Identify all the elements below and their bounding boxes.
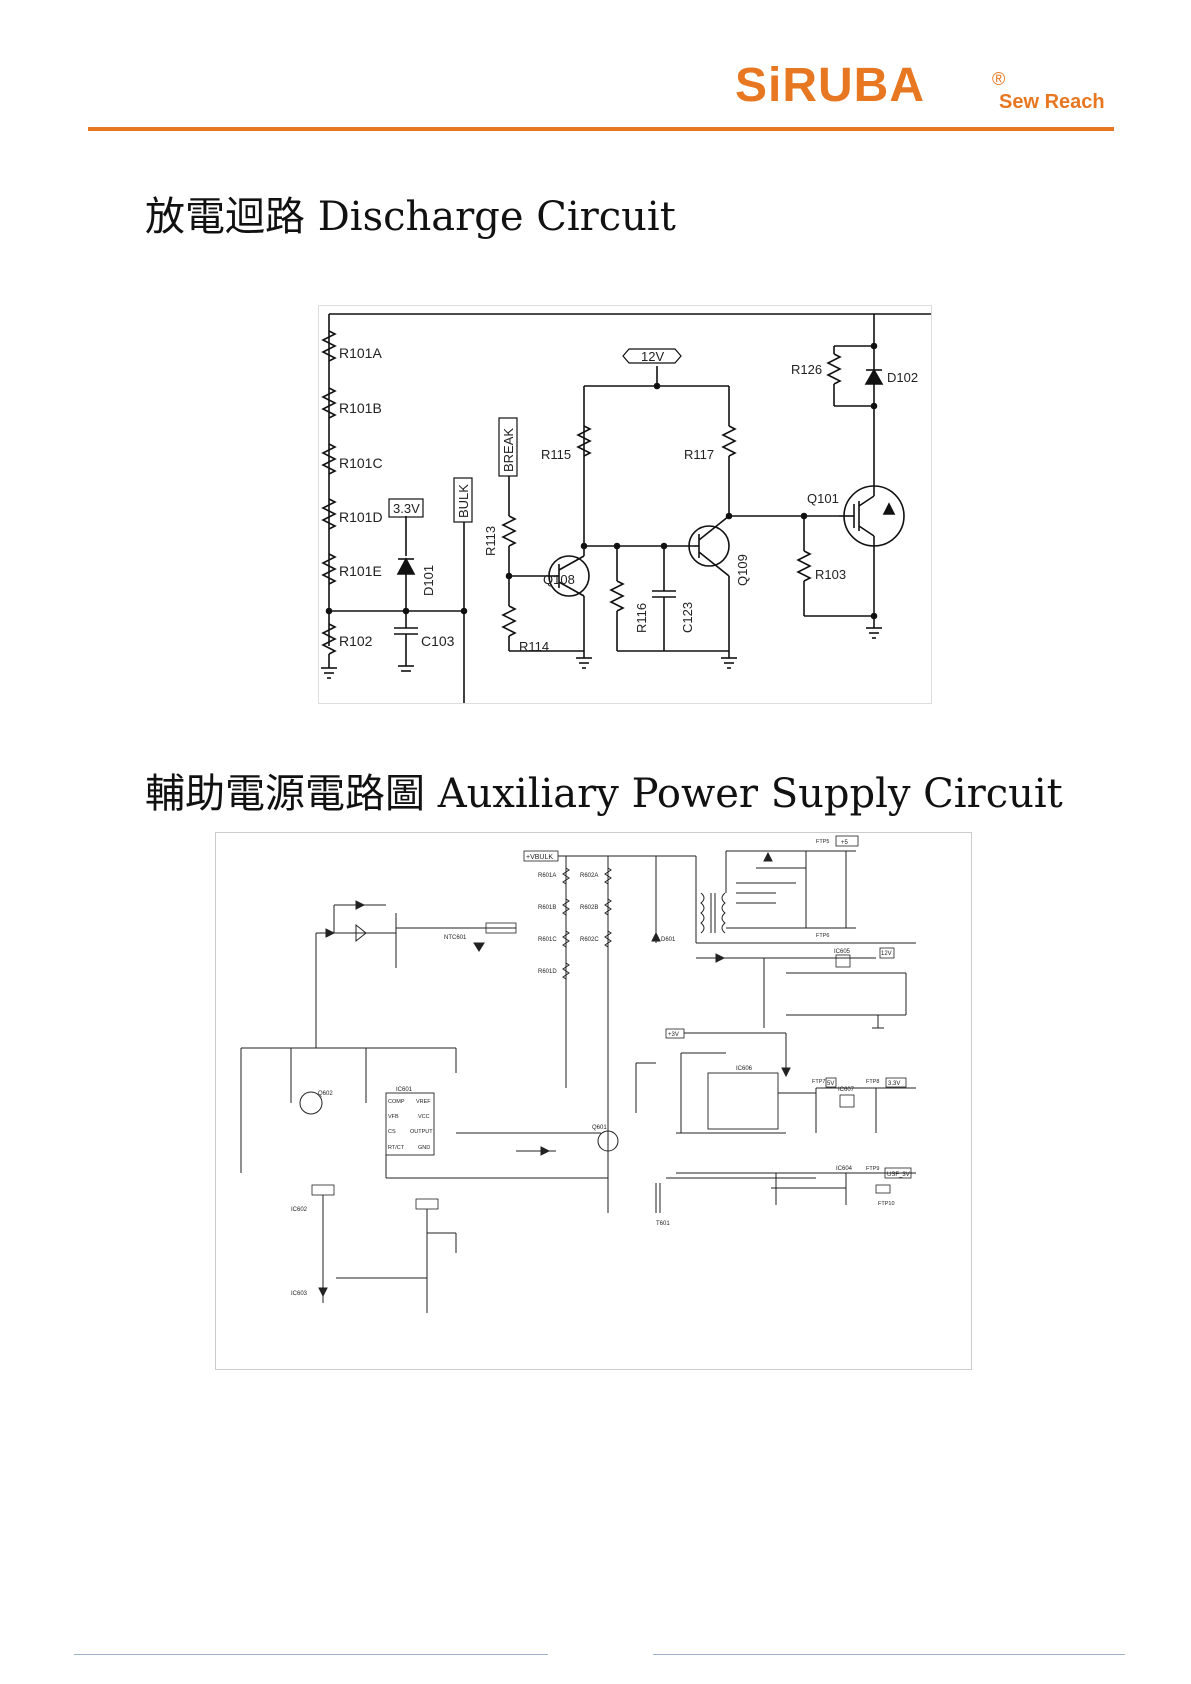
label-12v-out: 12V: [881, 951, 892, 957]
label-ftp8: FTP8: [866, 1079, 879, 1085]
label-ic607: IC607: [838, 1087, 855, 1093]
label-q108: Q108: [543, 572, 575, 587]
label-q109: Q109: [735, 554, 750, 586]
label-ic604: IC604: [836, 1166, 853, 1172]
label-3v3: 3.3V: [393, 501, 420, 516]
section-title-discharge: 放電迴路 Discharge Circuit: [145, 194, 676, 240]
label-12v: 12V: [641, 349, 664, 364]
label-ftp6: FTP6: [816, 933, 829, 939]
label-q602: Q602: [318, 1091, 333, 1097]
label-d101: D101: [421, 565, 436, 596]
label-usf3v: USF_3V: [887, 1172, 910, 1178]
label-r101c: R101C: [339, 455, 383, 471]
label-comp: COMP: [388, 1099, 405, 1105]
section-title-aux-power: 輔助電源電路圖 Auxiliary Power Supply Circuit: [145, 771, 1063, 817]
label-bulk: BULK: [456, 484, 471, 518]
header-rule: [88, 127, 1114, 131]
label-ic602: IC602: [291, 1207, 308, 1213]
label-r114: R114: [519, 639, 549, 654]
aux-power-supply-schematic: +VBULK R601A R601B R601C R601D R602A R60…: [215, 832, 972, 1370]
label-cs: CS: [388, 1129, 396, 1135]
label-output: OUTPUT: [410, 1129, 433, 1135]
label-r102: R102: [339, 633, 373, 649]
label-r602a: R602A: [580, 873, 598, 879]
label-ftp9: FTP9: [866, 1166, 879, 1172]
discharge-circuit-schematic: R101A R101B R101C R101D R101E R102 C103 …: [318, 305, 932, 704]
label-gnd: GND: [418, 1145, 430, 1151]
label-p3v: +3V: [668, 1032, 679, 1038]
label-r601a: R601A: [538, 873, 556, 879]
label-ftp10: FTP10: [878, 1201, 895, 1207]
label-r101d: R101D: [339, 509, 383, 525]
footer-rule-right: [653, 1654, 1125, 1655]
brand-logo: SiRUBA: [735, 59, 926, 112]
label-t601: T601: [656, 1221, 670, 1227]
label-3v3-out: 3.3V: [888, 1081, 900, 1087]
label-r116: R116: [634, 603, 649, 633]
label-r113: R113: [483, 526, 498, 556]
label-ic606: IC606: [736, 1066, 753, 1072]
label-p5: +5: [841, 840, 849, 846]
label-q601: Q601: [592, 1125, 607, 1131]
label-r126: R126: [791, 362, 822, 377]
label-r601b: R601B: [538, 905, 556, 911]
label-r115: R115: [541, 447, 571, 462]
label-r601c: R601C: [538, 937, 557, 943]
label-r117: R117: [684, 447, 714, 462]
label-vbulk: +VBULK: [526, 854, 553, 861]
label-r103: R103: [815, 567, 846, 582]
label-c103: C103: [421, 633, 455, 649]
label-ftp7: FTP7: [812, 1079, 825, 1085]
label-d601: D601: [661, 937, 676, 943]
label-r601d: R601D: [538, 969, 557, 975]
label-5v: 5V: [827, 1081, 834, 1087]
label-break: BREAK: [501, 428, 516, 472]
label-ic605: IC605: [834, 949, 851, 955]
label-ftp5: FTP5: [816, 839, 829, 845]
label-vfb: VFB: [388, 1114, 399, 1120]
label-d102: D102: [887, 370, 918, 385]
label-r602c: R602C: [580, 937, 599, 943]
label-ntc601: NTC601: [444, 935, 467, 941]
brand-tagline: Sew Reach: [999, 91, 1105, 113]
label-c123: C123: [680, 602, 695, 633]
footer-rule-left: [74, 1654, 548, 1655]
label-q101: Q101: [807, 491, 839, 506]
label-r101a: R101A: [339, 345, 382, 361]
label-r101b: R101B: [339, 400, 382, 416]
label-ic601: IC601: [396, 1087, 413, 1093]
label-vref: VREF: [416, 1099, 431, 1105]
label-ic603: IC603: [291, 1291, 308, 1297]
label-r101e: R101E: [339, 563, 382, 579]
label-rtct: RT/CT: [388, 1145, 405, 1151]
registered-mark: ®: [992, 69, 1006, 89]
label-r602b: R602B: [580, 905, 598, 911]
label-vcc: VCC: [418, 1114, 430, 1120]
